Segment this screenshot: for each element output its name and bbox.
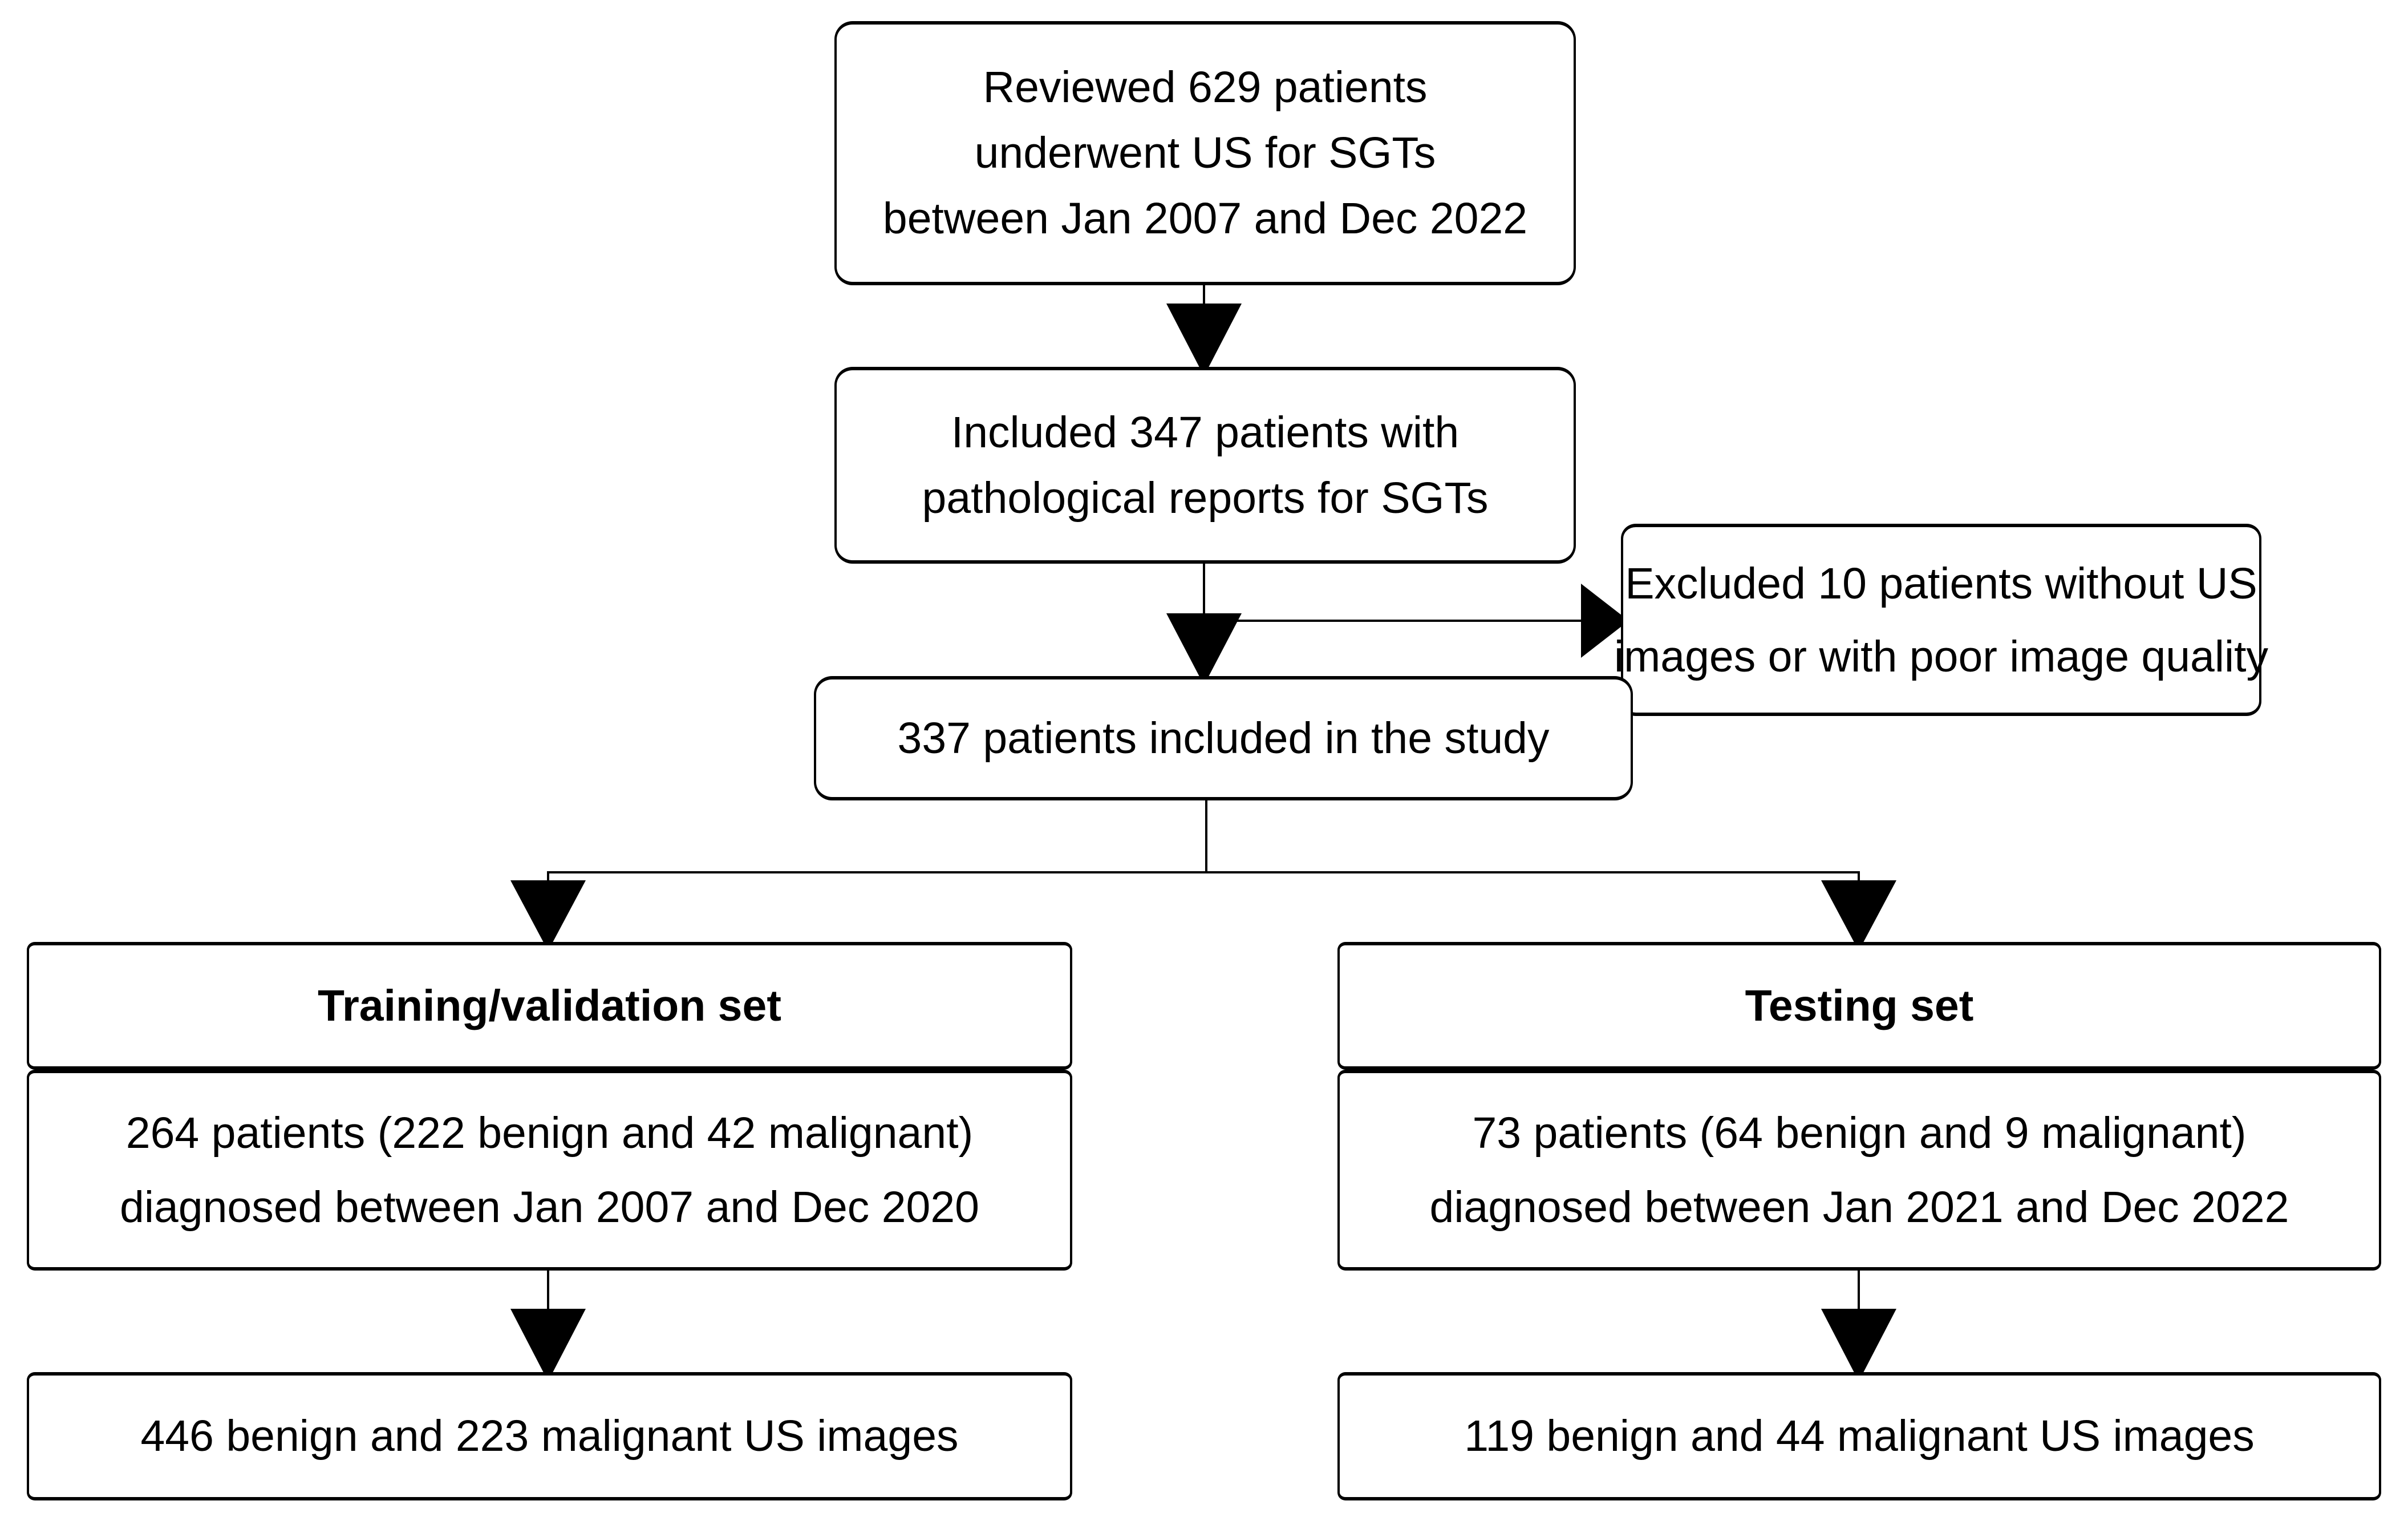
node-testing-header: Testing set [1337, 942, 2381, 1070]
node-text-line: pathological reports for SGTs [922, 473, 1489, 523]
node-excluded-patients: Excluded 10 patients without US images o… [1614, 524, 2268, 716]
node-included-patients: Included 347 patients with pathological … [834, 367, 1576, 564]
connector-line [1858, 1269, 1860, 1310]
connector-line [547, 871, 1860, 873]
node-text-line: images or with poor image quality [1614, 632, 2268, 681]
node-text-line: diagnosed between Jan 2007 and Dec 2020 [120, 1183, 979, 1232]
node-text-line: Excluded 10 patients without US [1625, 559, 2257, 608]
node-text-line: 446 benign and 223 malignant US images [140, 1411, 959, 1461]
arrow-down-icon [1166, 613, 1242, 677]
node-text-line: Training/validation set [318, 981, 781, 1030]
node-text-line: 73 patients (64 benign and 9 malignant) [1472, 1109, 2247, 1158]
node-text-line: Included 347 patients with [951, 407, 1460, 457]
node-text-line: Reviewed 629 patients [983, 63, 1428, 112]
connector-line [1204, 620, 1582, 622]
arrow-down-icon [510, 1309, 586, 1373]
connector-line [1203, 284, 1205, 307]
arrow-down-icon [1166, 304, 1242, 367]
node-testing-detail: 73 patients (64 benign and 9 malignant) … [1337, 1070, 2381, 1271]
connector-line [547, 1269, 549, 1310]
connector-line [1858, 872, 1860, 881]
node-text-line: between Jan 2007 and Dec 2022 [882, 194, 1528, 243]
node-text-line: 337 patients included in the study [897, 713, 1550, 763]
connector-line [547, 872, 549, 881]
node-study-337: 337 patients included in the study [814, 676, 1633, 800]
node-testing-images: 119 benign and 44 malignant US images [1337, 1372, 2381, 1500]
arrow-down-icon [510, 880, 586, 942]
arrow-down-icon [1821, 880, 1896, 942]
node-text-line: 119 benign and 44 malignant US images [1464, 1411, 2255, 1461]
node-text-line: underwent US for SGTs [974, 128, 1436, 177]
node-training-validation-detail: 264 patients (222 benign and 42 malignan… [27, 1070, 1072, 1271]
connector-line [1205, 799, 1207, 872]
node-reviewed-patients: Reviewed 629 patients underwent US for S… [834, 21, 1576, 285]
arrow-down-icon [1821, 1309, 1896, 1373]
node-training-images: 446 benign and 223 malignant US images [27, 1372, 1072, 1500]
node-training-validation-header: Training/validation set [27, 942, 1072, 1070]
node-text-line: Testing set [1745, 981, 1974, 1030]
node-text-line: 264 patients (222 benign and 42 malignan… [125, 1109, 974, 1158]
node-text-line: diagnosed between Jan 2021 and Dec 2022 [1429, 1183, 2289, 1232]
connector-line [1203, 563, 1205, 617]
